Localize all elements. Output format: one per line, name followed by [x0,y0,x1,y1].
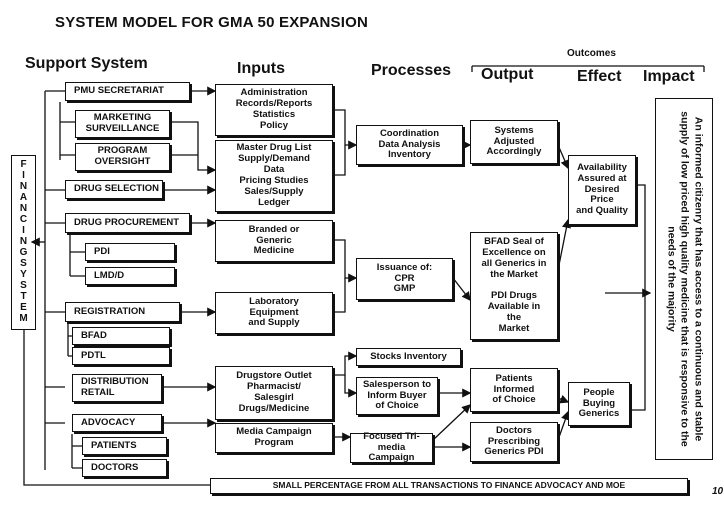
process-coordination: Coordination Data Analysis Inventory [356,125,463,165]
financing-letter: G [19,247,28,258]
financing-letter: F [20,159,27,170]
financing-letter: C [19,214,28,225]
process-focused-campaign: Focused Tri-media Campaign [350,431,433,463]
input-branded-generic: Branded or Generic Medicine [215,220,333,262]
support-pdtl: PDTL [72,347,170,365]
financing-letter: T [20,291,27,302]
financing-letter: S [20,258,27,269]
financing-letter: N [19,203,28,214]
financing-letter: E [20,302,27,313]
support-marketing-surveillance: MARKETING SURVEILLANCE [75,110,170,138]
support-lmd: LMD/D [85,267,175,285]
input-media-campaign: Media Campaign Program [215,423,333,453]
header-impact: Impact [643,68,695,85]
effect-availability: Availability Assured at Desired Price an… [568,155,636,225]
financing-letter: I [22,225,25,236]
header-output: Output [481,66,534,83]
input-administration: Administration Records/Reports Statistic… [215,84,333,136]
header-support-system: Support System [25,55,148,72]
impact-statement: An informed citizenry that has access to… [665,111,705,447]
header-inputs: Inputs [237,60,285,77]
effect-people-buying: People Buying Generics [568,382,630,426]
support-distribution-retail: DISTRIBUTION RETAIL [72,374,162,402]
impact-box: An informed citizenry that has access to… [655,98,713,460]
page-title: SYSTEM MODEL FOR GMA 50 EXPANSION [55,14,369,31]
financing-letter: N [19,181,28,192]
input-master-drug-list: Master Drug List Supply/Demand Data Pric… [215,140,333,212]
support-drug-procurement: DRUG PROCUREMENT [65,213,190,233]
process-salesperson: Salesperson to Inform Buyer of Choice [356,377,438,415]
header-processes: Processes [371,62,452,79]
output-patients-informed: Patients Informed of Choice [470,368,558,412]
support-registration: REGISTRATION [65,302,180,322]
input-drugstore-outlet: Drugstore Outlet Pharmacist/ Salesgirl D… [215,366,333,420]
financing-letter: M [19,313,28,324]
support-patients: PATIENTS [82,437,167,455]
header-outcomes: Outcomes [567,48,616,59]
support-program-oversight: PROGRAM OVERSIGHT [75,143,170,171]
support-bfad: BFAD [72,327,170,345]
financing-system-box: F I N A N C I N G S Y S T E M [11,155,36,330]
support-doctors: DOCTORS [82,459,167,477]
header-effect: Effect [577,68,622,85]
financing-letter: S [20,280,27,291]
support-advocacy: ADVOCACY [72,414,162,432]
output-systems-adjusted: Systems Adjusted Accordingly [470,120,558,164]
financing-letter: N [19,236,28,247]
output-bfad-seal: BFAD Seal of Excellence on all Generics … [470,232,558,340]
page-number: 10 [712,486,724,497]
footer-financing-note: SMALL PERCENTAGE FROM ALL TRANSACTIONS T… [210,478,688,494]
financing-letter: I [22,170,25,181]
financing-letter: Y [20,269,27,280]
process-issuance: Issuance of: CPR GMP [356,258,453,300]
process-stocks-inventory: Stocks Inventory [356,348,461,366]
input-laboratory: Laboratory Equipment and Supply [215,292,333,334]
support-pmu-secretariat: PMU SECRETARIAT [65,82,190,101]
support-pdi: PDI [85,243,175,261]
support-drug-selection: DRUG SELECTION [65,180,163,199]
financing-letter: A [19,192,28,203]
output-doctors-prescribing: Doctors Prescribing Generics PDI [470,422,558,462]
